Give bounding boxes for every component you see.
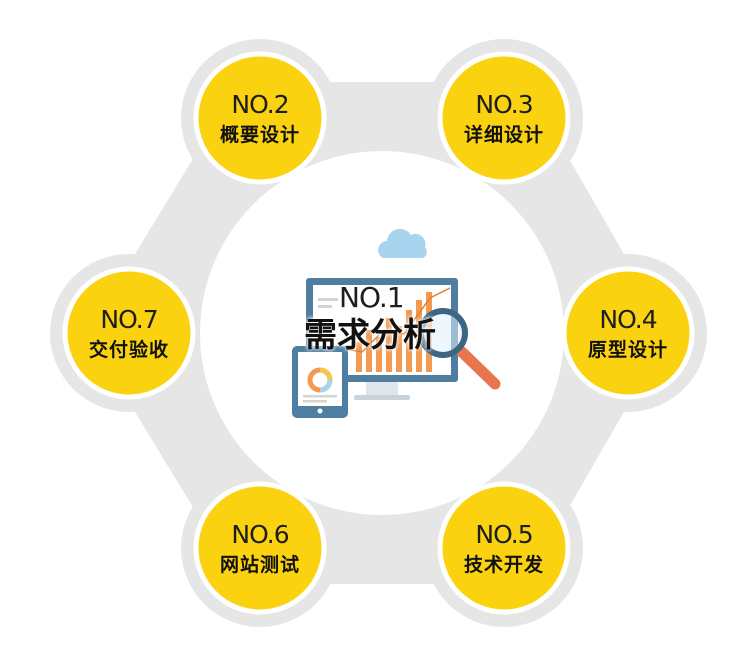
donut-chart-icon (303, 367, 337, 403)
step-label: 网站测试 (219, 553, 300, 576)
center-step-number: NO.1 (339, 281, 405, 314)
step-node-4: NO.4 原型设计 (572, 277, 684, 389)
step-label: 详细设计 (463, 123, 544, 146)
central-illustration (292, 228, 501, 418)
center-step-label: 需求分析 (304, 315, 436, 354)
node-circle-5 (437, 481, 571, 615)
node-circle-3 (437, 51, 571, 185)
step-label: 技术开发 (463, 553, 544, 576)
tablet-icon (292, 346, 348, 418)
magnifier-icon (418, 308, 501, 390)
step-node-7: NO.7 交付验收 (73, 277, 185, 389)
cloud-icon (378, 228, 427, 258)
step-label: 原型设计 (587, 338, 668, 361)
step-node-5: NO.5 技术开发 (448, 492, 560, 604)
node-circle-6 (193, 481, 327, 615)
step-number: NO.2 (231, 89, 289, 119)
step-label: 交付验收 (88, 338, 169, 361)
step-number: NO.5 (475, 519, 533, 549)
step-number: NO.7 (100, 304, 158, 334)
step-node-6: NO.6 网站测试 (204, 492, 316, 604)
step-number: NO.3 (475, 89, 533, 119)
step-number: NO.4 (599, 304, 657, 334)
step-node-3: NO.3 详细设计 (448, 62, 560, 174)
step-node-2: NO.2 概要设计 (204, 62, 316, 174)
step-number: NO.6 (231, 519, 289, 549)
node-circle-2 (193, 51, 327, 185)
node-circle-4 (561, 266, 695, 400)
node-circles (62, 51, 695, 615)
node-circle-7 (62, 266, 196, 400)
step-label: 概要设计 (219, 123, 300, 146)
